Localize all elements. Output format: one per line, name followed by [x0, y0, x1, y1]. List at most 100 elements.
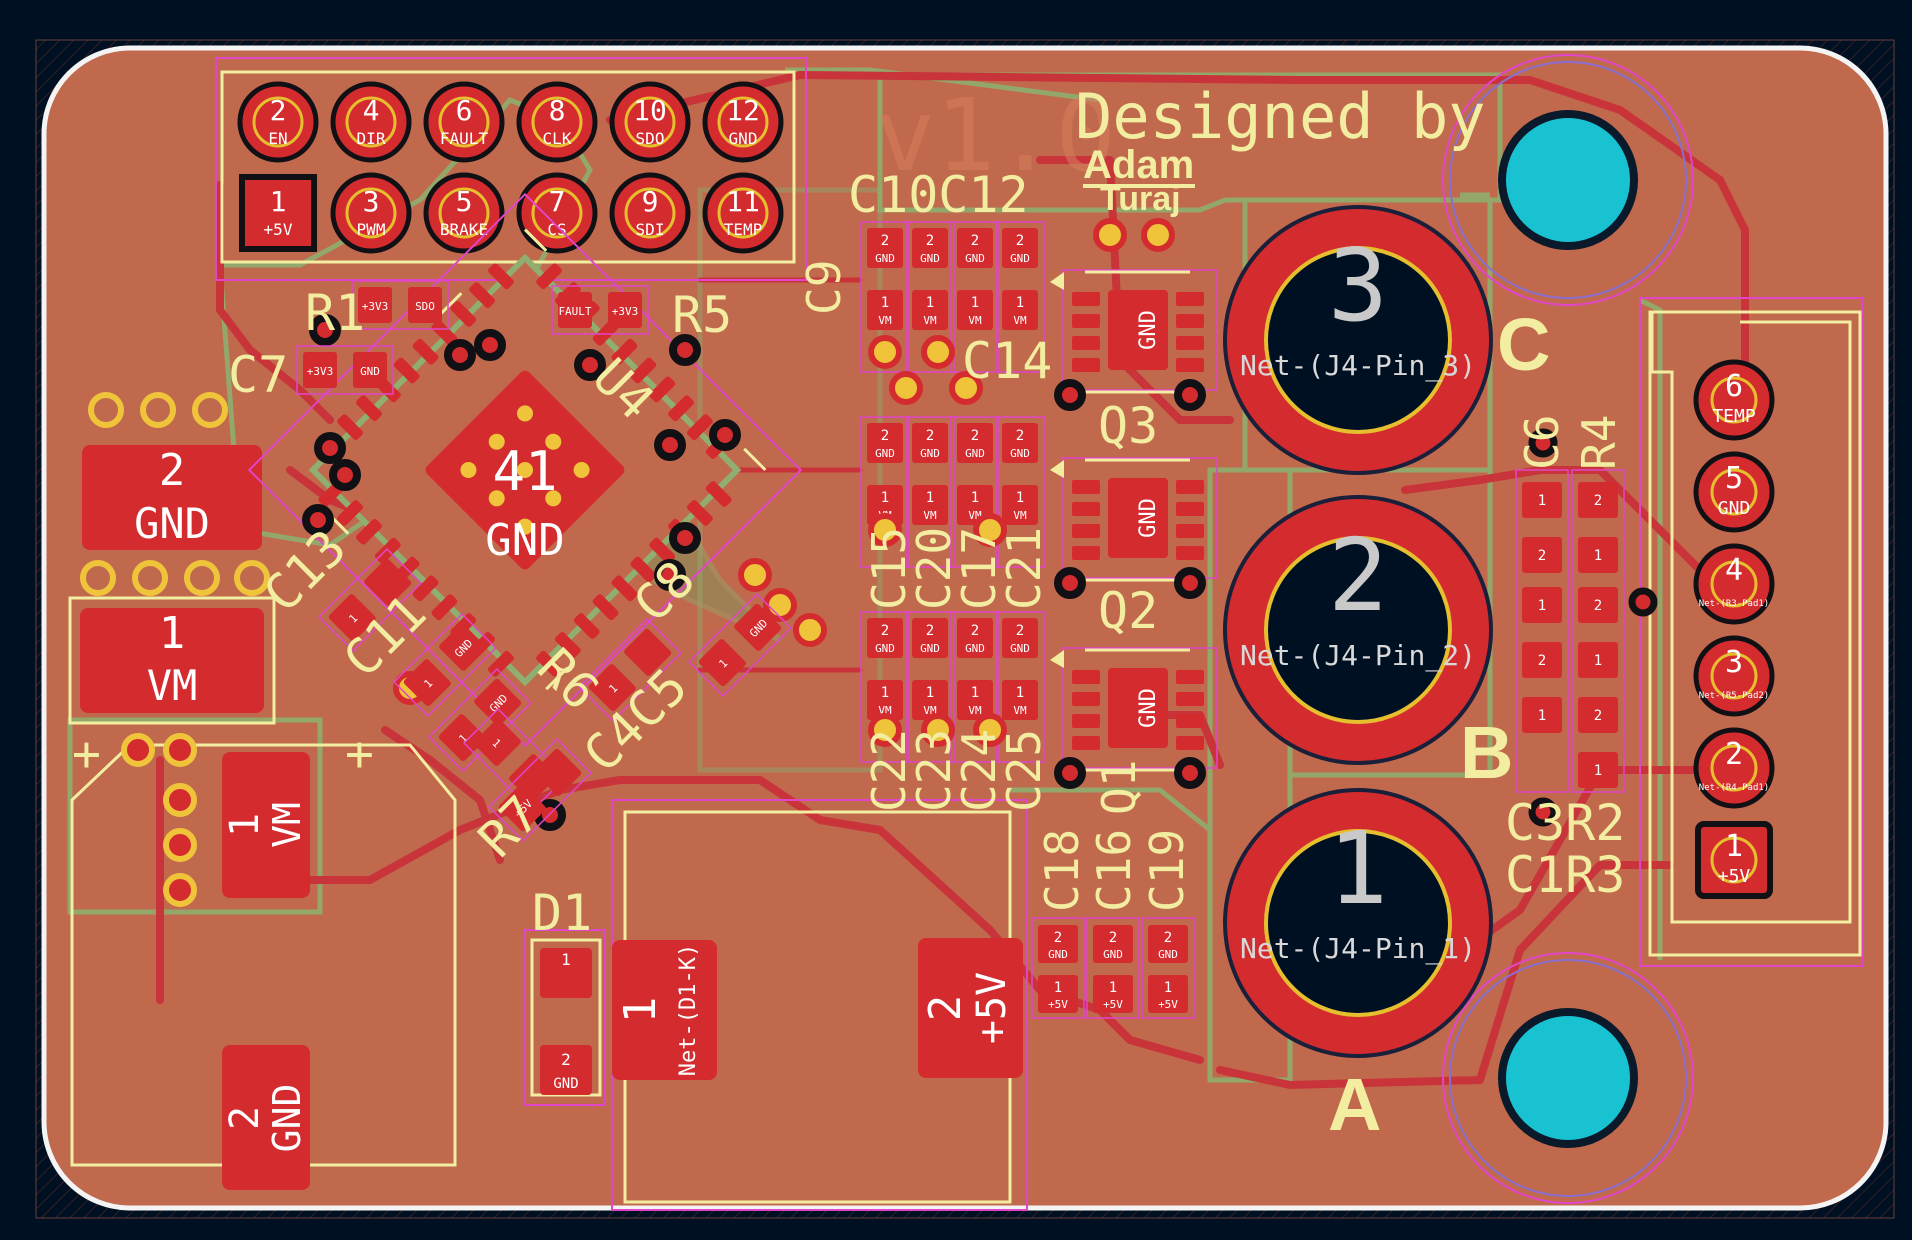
gate-cap-pad-gnd[interactable]	[957, 228, 993, 268]
mosfet-pin[interactable]	[1176, 292, 1204, 306]
smd-pad[interactable]	[698, 638, 747, 687]
mosfet-pin[interactable]	[1072, 546, 1100, 560]
hall-passive-pad[interactable]	[1578, 697, 1618, 733]
gate-cap-pad-vm[interactable]	[957, 680, 993, 720]
mosfet-drain-pad[interactable]	[1108, 668, 1168, 748]
ic-pin[interactable]	[610, 574, 638, 602]
bulk-cap-gnd-pad[interactable]	[222, 1045, 310, 1190]
hall-connector-j3[interactable]: 6TEMP5GND4Net-(R3-Pad1)3Net-(R5-Pad2)2Ne…	[1639, 297, 1863, 967]
mosfet-pin[interactable]	[1072, 714, 1100, 728]
mount-hole-top[interactable]	[1498, 110, 1638, 250]
hall-passive-pad[interactable]	[1522, 587, 1562, 623]
smd-passive[interactable]: FAULT+3V3	[551, 285, 649, 335]
gate-cap-pad-vm[interactable]	[867, 485, 903, 525]
smd-pad[interactable]	[473, 678, 522, 727]
ic-pin[interactable]	[535, 262, 563, 290]
gate-cap-pad-vm[interactable]	[867, 290, 903, 330]
mosfet-pin[interactable]	[1072, 336, 1100, 350]
gate-cap-pad-gnd[interactable]	[957, 618, 993, 658]
smd-pad[interactable]	[408, 287, 442, 323]
ic-pin[interactable]	[648, 536, 676, 564]
output-cap-pad-gnd[interactable]	[1093, 925, 1133, 963]
gate-cap-pad-gnd[interactable]	[867, 618, 903, 658]
mosfet-pin[interactable]	[1176, 336, 1204, 350]
hall-passive-pad[interactable]	[1578, 752, 1618, 788]
ic-pin[interactable]	[573, 612, 601, 640]
regulator-pad-1[interactable]	[612, 940, 717, 1080]
mosfet-q3[interactable]: GND	[1050, 269, 1218, 411]
smd-passive[interactable]: +5V	[488, 738, 592, 842]
gate-cap-pad-gnd[interactable]	[957, 423, 993, 463]
ic-pin[interactable]	[487, 650, 515, 678]
gate-cap-pad-vm[interactable]	[1002, 485, 1038, 525]
driver-ic-u4[interactable]: 41 GND	[247, 192, 803, 748]
gate-cap-pad-vm[interactable]	[957, 290, 993, 330]
gate-cap-pad-vm[interactable]	[1002, 680, 1038, 720]
motor-phase-pads[interactable]: 3 Net-(J4-Pin_3) 2 Net-(J4-Pin_2) 1 Net-…	[1223, 205, 1493, 1058]
gate-cap-pad-gnd[interactable]	[1002, 423, 1038, 463]
ic-pin[interactable]	[430, 319, 458, 347]
bulk-capacitor-footprint[interactable]: + + 1 VM 2 GND	[70, 726, 457, 1190]
mosfet-pin[interactable]	[1072, 670, 1100, 684]
ic-pin[interactable]	[393, 356, 421, 384]
vm-power-pad[interactable]	[80, 608, 264, 713]
mosfet-pin[interactable]	[1176, 314, 1204, 328]
ic-pin[interactable]	[686, 499, 714, 527]
gnd-power-pad[interactable]	[82, 445, 262, 550]
mosfet-pin[interactable]	[1176, 358, 1204, 372]
smd-passive[interactable]: 1	[318, 548, 422, 652]
gate-cap-pad-gnd[interactable]	[912, 228, 948, 268]
gate-cap-pad-gnd[interactable]	[867, 423, 903, 463]
ic-pin[interactable]	[355, 394, 383, 422]
smd-passive[interactable]: 1	[578, 618, 682, 722]
mosfet-pin[interactable]	[1176, 480, 1204, 494]
d1-pad-2[interactable]	[540, 1045, 592, 1095]
gate-cap-pad-vm[interactable]	[912, 290, 948, 330]
motor-pad-1[interactable]: 1 Net-(J4-Pin_1)	[1223, 788, 1493, 1058]
ic-pin[interactable]	[610, 338, 638, 366]
ic-pin[interactable]	[336, 413, 364, 441]
mosfet-pin[interactable]	[1176, 714, 1204, 728]
mosfet-drain-pad[interactable]	[1108, 290, 1168, 370]
hall-passive-pad[interactable]	[1522, 697, 1562, 733]
ic-pin[interactable]	[487, 262, 515, 290]
output-cap-pad-5v[interactable]	[1093, 975, 1133, 1013]
smd-pad[interactable]	[733, 603, 782, 652]
ic-pin[interactable]	[411, 574, 439, 602]
smd-pad[interactable]	[363, 558, 412, 607]
smd-pad[interactable]	[358, 287, 392, 323]
mount-hole-bottom[interactable]	[1498, 1008, 1638, 1148]
gate-cap-pad-vm[interactable]	[912, 485, 948, 525]
gate-cap-pad-gnd[interactable]	[1002, 228, 1038, 268]
gate-cap-pad-gnd[interactable]	[1002, 618, 1038, 658]
header-pin-7[interactable]: 7CS	[516, 172, 598, 254]
ic-pin[interactable]	[430, 593, 458, 621]
motor-pad-2[interactable]: 2 Net-(J4-Pin_2)	[1223, 495, 1493, 765]
ic-pin[interactable]	[468, 281, 496, 309]
output-cap-pad-gnd[interactable]	[1148, 925, 1188, 963]
hall-passive-pad[interactable]	[1522, 642, 1562, 678]
mosfet-pin[interactable]	[1072, 358, 1100, 372]
ic-pin[interactable]	[535, 650, 563, 678]
ic-pin[interactable]	[336, 499, 364, 527]
regulator-footprint[interactable]: 1 Net-(D1-K) 2 +5V	[611, 799, 1028, 1211]
diode-d1[interactable]: 1 2 GND	[524, 929, 606, 1106]
hall-passive-pad[interactable]	[1522, 482, 1562, 518]
smd-pad[interactable]	[353, 352, 387, 388]
mosfet-q1[interactable]: GND	[1050, 647, 1218, 789]
